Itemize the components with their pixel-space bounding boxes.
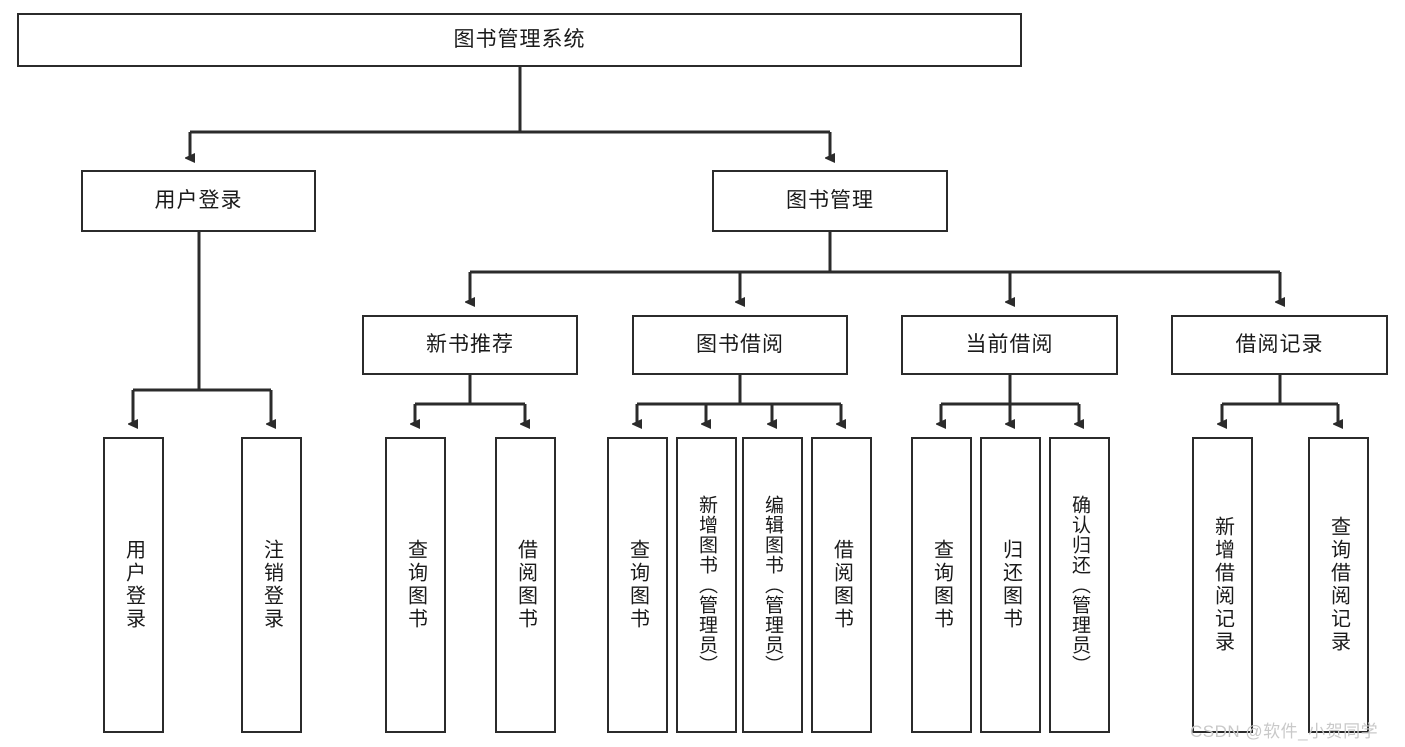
node-root-system[interactable]: 图书管理系统 <box>17 13 1022 67</box>
leaf-current-return-book[interactable]: 归还图书 <box>980 437 1041 733</box>
leaf-borrow-add-book-admin[interactable]: 新增图书（管理员） <box>676 437 737 733</box>
node-user-login[interactable]: 用户登录 <box>81 170 316 232</box>
node-book-borrow[interactable]: 图书借阅 <box>632 315 848 375</box>
leaf-record-query-record[interactable]: 查询借阅记录 <box>1308 437 1369 733</box>
node-label: 注销登录 <box>260 539 283 631</box>
node-label: 编辑图书（管理员） <box>762 495 783 675</box>
node-label: 图书借阅 <box>696 332 784 356</box>
node-label: 查询图书 <box>404 539 427 631</box>
node-label: 借阅图书 <box>830 539 853 631</box>
leaf-user-login-signout[interactable]: 注销登录 <box>241 437 302 733</box>
leaf-borrow-query-book[interactable]: 查询图书 <box>607 437 668 733</box>
node-label: 当前借阅 <box>965 332 1054 356</box>
leaf-recommend-query-book[interactable]: 查询图书 <box>385 437 446 733</box>
node-label: 借阅图书 <box>514 539 537 631</box>
node-borrow-record[interactable]: 借阅记录 <box>1171 315 1388 375</box>
node-label: 确认归还（管理员） <box>1069 495 1090 675</box>
node-new-book-recommend[interactable]: 新书推荐 <box>362 315 578 375</box>
leaf-current-confirm-return-admin[interactable]: 确认归还（管理员） <box>1049 437 1110 733</box>
leaf-current-query-book[interactable]: 查询图书 <box>911 437 972 733</box>
node-label: 借阅记录 <box>1235 332 1324 356</box>
node-current-borrow[interactable]: 当前借阅 <box>901 315 1118 375</box>
csdn-watermark: CSDN @软件_小贺同学 <box>1190 722 1379 741</box>
node-label: 新增图书（管理员） <box>696 495 717 675</box>
node-label: 查询图书 <box>930 539 953 631</box>
node-book-management[interactable]: 图书管理 <box>712 170 948 232</box>
node-label: 查询借阅记录 <box>1327 516 1350 654</box>
node-label: 图书管理系统 <box>453 27 586 51</box>
node-label: 用户登录 <box>122 539 145 631</box>
node-label: 查询图书 <box>626 539 649 631</box>
leaf-borrow-edit-book-admin[interactable]: 编辑图书（管理员） <box>742 437 803 733</box>
node-label: 用户登录 <box>154 188 243 212</box>
leaf-borrow-borrow-book[interactable]: 借阅图书 <box>811 437 872 733</box>
node-label: 归还图书 <box>999 539 1022 631</box>
leaf-user-login-signin[interactable]: 用户登录 <box>103 437 164 733</box>
leaf-recommend-borrow-book[interactable]: 借阅图书 <box>495 437 556 733</box>
leaf-record-add-record[interactable]: 新增借阅记录 <box>1192 437 1253 733</box>
node-label: 图书管理 <box>786 188 874 212</box>
node-label: 新书推荐 <box>426 332 514 356</box>
node-label: 新增借阅记录 <box>1211 516 1234 654</box>
